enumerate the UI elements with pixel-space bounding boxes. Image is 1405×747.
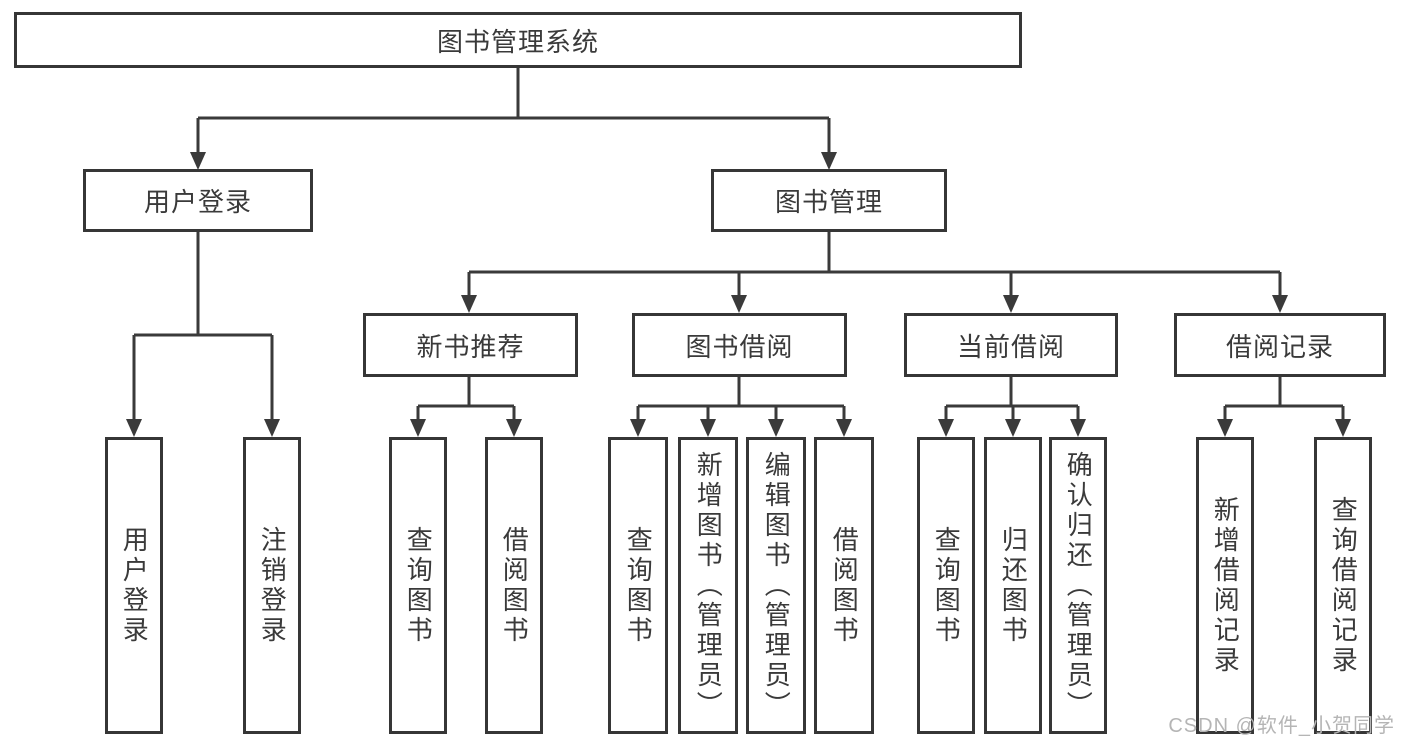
arrow-down-icon [938,419,954,437]
arrow-down-icon [1217,419,1233,437]
arrow-down-icon [190,152,206,170]
tree-edges [132,68,1345,420]
arrow-down-icon [1272,295,1288,313]
leaf-label: 查询图书 [623,525,654,646]
leaf-label: 查询借阅记录 [1328,495,1359,676]
arrow-down-icon [410,419,426,437]
leaf-label: 新增借阅记录 [1210,495,1241,676]
leaf-label: 归还图书 [998,525,1029,646]
leaf-logout: 注销登录 [243,437,301,734]
leaf-recommend-query-books: 查询图书 [389,437,447,734]
leaf-edit-books-admin: 编辑图书（管理员） [746,437,806,734]
node-new-book-recommend: 新书推荐 [363,313,578,377]
leaf-user-login: 用户登录 [105,437,163,734]
node-user-login: 用户登录 [83,169,313,232]
arrow-down-icon [1070,419,1086,437]
leaf-label: 确认归还（管理员） [1063,450,1094,721]
leaf-borrow-query-books: 查询图书 [608,437,668,734]
leaf-label: 注销登录 [257,525,288,646]
node-borrow-records: 借阅记录 [1174,313,1386,377]
arrow-down-icon [1005,419,1021,437]
arrow-down-icon [1335,419,1351,437]
arrow-down-icon [731,295,747,313]
leaf-label: 借阅图书 [499,525,530,646]
leaf-label: 用户登录 [119,525,150,646]
arrow-down-icon [836,419,852,437]
leaf-label: 借阅图书 [829,525,860,646]
node-book-management: 图书管理 [711,169,947,232]
arrow-down-icon [630,419,646,437]
leaf-query-borrow-record: 查询借阅记录 [1314,437,1372,734]
leaf-confirm-return-admin: 确认归还（管理员） [1049,437,1107,734]
leaf-return-books: 归还图书 [984,437,1042,734]
csdn-watermark: CSDN @软件_小贺同学 [1168,715,1395,737]
arrow-down-icon [821,152,837,170]
arrow-down-icon [506,419,522,437]
arrow-down-icon [768,419,784,437]
arrow-down-icon [1003,295,1019,313]
node-book-borrow: 图书借阅 [632,313,847,377]
arrow-down-icon [126,419,142,437]
leaf-label: 查询图书 [931,525,962,646]
arrowheads [126,152,1351,437]
arrow-down-icon [461,295,477,313]
leaf-recommend-borrow-books: 借阅图书 [485,437,543,734]
arrow-down-icon [700,419,716,437]
leaf-borrow-books: 借阅图书 [814,437,874,734]
node-current-borrow: 当前借阅 [904,313,1118,377]
leaf-label: 查询图书 [403,525,434,646]
leaf-current-query-books: 查询图书 [917,437,975,734]
leaf-add-books-admin: 新增图书（管理员） [678,437,738,734]
leaf-add-borrow-record: 新增借阅记录 [1196,437,1254,734]
arrow-down-icon [264,419,280,437]
leaf-label: 新增图书（管理员） [693,450,724,721]
node-root-system: 图书管理系统 [14,12,1022,68]
leaf-label: 编辑图书（管理员） [761,450,792,721]
